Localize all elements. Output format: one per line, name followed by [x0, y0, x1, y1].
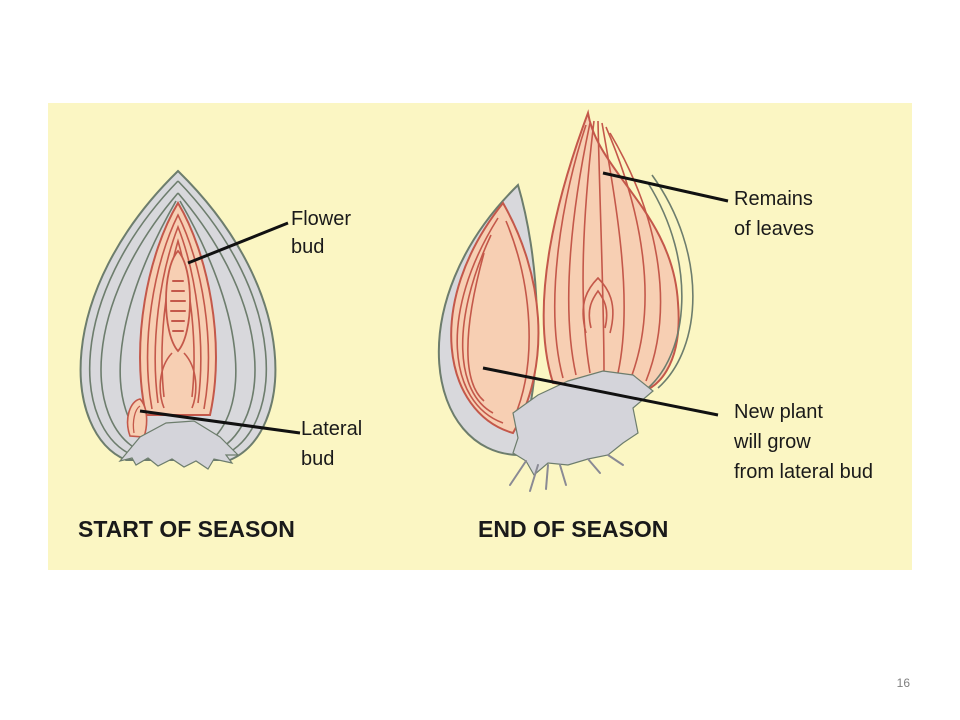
remains-line — [609, 132, 662, 382]
new-bulb-line — [461, 234, 494, 414]
remains-line — [597, 120, 605, 374]
caption-start-of-season: START OF SEASON — [78, 516, 295, 542]
fleshy-leaf-line — [154, 224, 202, 404]
new-bulb-line — [456, 217, 504, 424]
scale-line — [179, 200, 237, 444]
flower-bud-florets — [170, 280, 186, 332]
remains-of-leaves-leader-line — [602, 171, 729, 203]
new-plant-leader-line — [482, 366, 719, 417]
scale-line — [89, 180, 179, 456]
label-lateral-bud-line2: bud — [301, 448, 334, 470]
remains-line — [601, 122, 625, 374]
label-new-plant-line3: from lateral bud — [734, 461, 873, 483]
caption-end-of-season: END OF SEASON — [478, 516, 668, 542]
label-remains-line2: of leaves — [734, 218, 814, 240]
fleshy-leaf-line — [161, 238, 195, 398]
fleshy-leaf-line — [146, 213, 210, 410]
lateral-bud — [126, 398, 148, 438]
label-remains-line1: Remains — [734, 188, 813, 210]
roots — [509, 454, 624, 492]
label-new-plant-line2: will grow — [733, 431, 811, 453]
remains-line — [605, 126, 646, 376]
scale-line — [100, 192, 179, 451]
remains-line — [582, 120, 595, 374]
label-lateral-bud-line1: Lateral — [301, 418, 362, 440]
page-number: 16 — [896, 676, 910, 690]
bulb-diagram: Flower bud Lateral bud Remains of leaves… — [48, 103, 912, 570]
label-new-plant-line1: New plant — [734, 401, 823, 423]
flower-stalk — [159, 352, 197, 409]
flower-bud-leader-line — [187, 221, 289, 265]
basal-plate — [118, 420, 240, 470]
new-bulb-line — [505, 220, 530, 419]
old-scale-line — [647, 182, 683, 389]
start-of-season-bulb — [79, 169, 277, 470]
lateral-bud-leader-line — [139, 409, 301, 435]
lateral-bud-line — [132, 405, 141, 434]
end-of-season-bulb — [437, 109, 694, 492]
remains-line — [553, 124, 587, 379]
label-flower-bud-line1: Flower — [291, 208, 351, 230]
new-bulb-line — [467, 252, 485, 402]
remains-line — [567, 122, 591, 376]
inner-leaf-line — [588, 289, 608, 329]
old-scale-line — [651, 174, 694, 389]
label-flower-bud-line2: bud — [291, 236, 324, 258]
scale-line — [177, 192, 256, 451]
inner-leaf-line — [582, 276, 614, 334]
basal-plate — [512, 370, 654, 476]
bulb-diagram-svg: Flower bud Lateral bud Remains of leaves… — [48, 103, 912, 570]
scale-line — [177, 180, 267, 456]
